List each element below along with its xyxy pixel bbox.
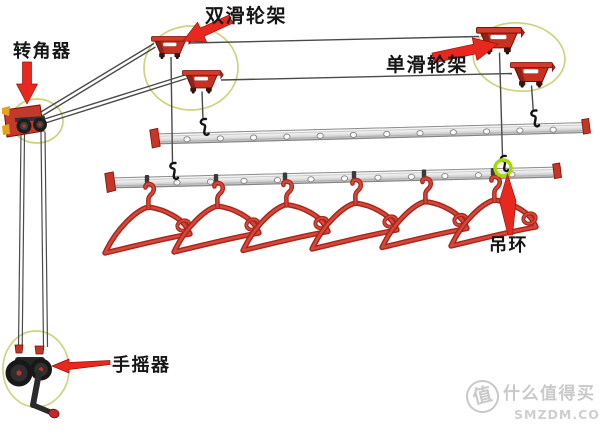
label-double-pulley-frame: 双滑轮架 — [205, 5, 288, 27]
single-pulley-arrow-icon — [431, 37, 499, 64]
drying-rod-upper — [149, 118, 591, 149]
double-pulley-highlight-circle — [143, 25, 239, 111]
corner-device-arrow-icon — [16, 61, 38, 105]
hand-crank — [5, 344, 60, 419]
hanging-ring-arrow-icon — [499, 173, 517, 236]
cables — [17, 35, 513, 348]
watermark-site-domain: SMZDM.COM — [514, 407, 600, 422]
double-pulley-arrow-icon — [182, 14, 234, 43]
label-hanging-ring: 吊环 — [489, 235, 528, 256]
label-corner-device: 转角器 — [13, 41, 72, 62]
watermark-site-name: 什么值得买 — [503, 384, 596, 404]
hand-crank-arrow-icon — [51, 358, 111, 374]
suspension-cables — [170, 52, 534, 164]
double-pulley-frame-bottom — [182, 70, 224, 94]
hanging-ring-highlight — [493, 158, 513, 178]
label-single-pulley-frame: 单滑轮架 — [386, 54, 469, 76]
label-hand-crank: 手摇器 — [112, 355, 171, 376]
corner-device — [2, 104, 47, 138]
